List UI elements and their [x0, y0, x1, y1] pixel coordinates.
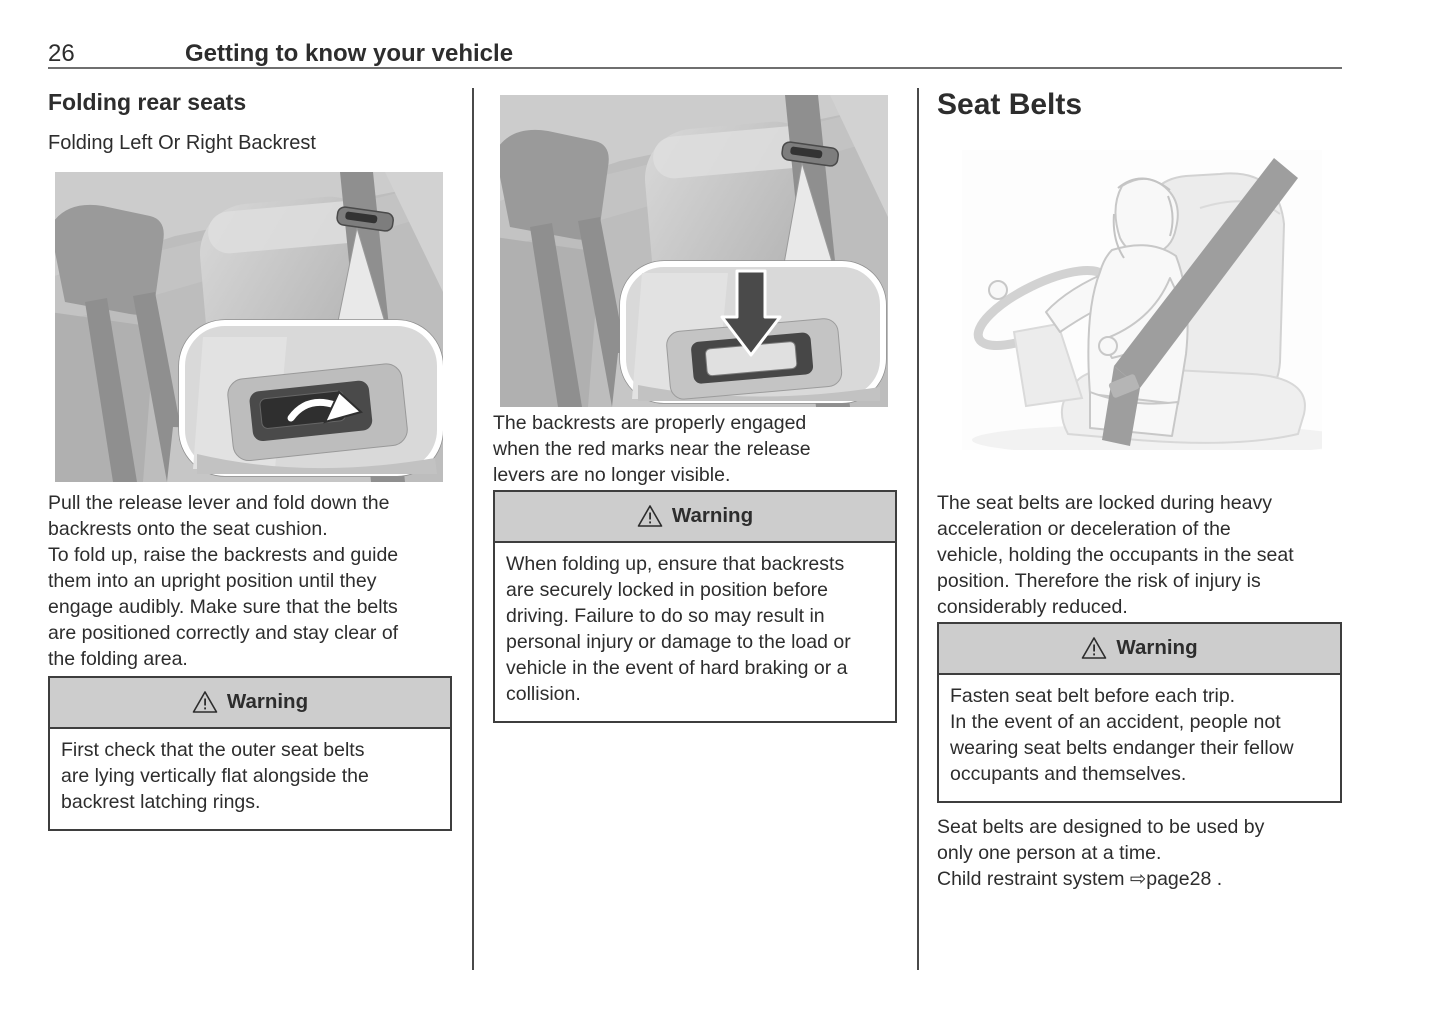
warning-title: Warning: [1116, 636, 1198, 659]
warning-triangle-icon: [1081, 636, 1107, 660]
rear-seat-lock-drawing: [500, 95, 888, 407]
section-heading: Seat Belts: [937, 88, 1083, 121]
driver-seat-belt-illustration: [962, 150, 1322, 450]
warning-header: Warning: [939, 624, 1340, 675]
folding-instructions-text: Pull the release lever and fold down the…: [48, 492, 399, 670]
section-heading: Folding rear seats: [48, 89, 247, 115]
rear-seat-release-lever-drawing: [55, 172, 443, 482]
warning-box: Warning First check that the outer seat …: [48, 676, 452, 831]
warning-title: Warning: [671, 504, 754, 527]
warning-title: Warning: [226, 690, 309, 713]
warning-text: When folding up, ensure that backrests a…: [506, 553, 851, 705]
reference-prefix-text: Child restraint system: [937, 868, 1130, 890]
warning-text: Fasten seat belt before each trip. In th…: [950, 685, 1294, 785]
seat-belt-footer: Seat belts are designed to be used by on…: [937, 814, 1343, 892]
page-reference-arrow-icon: ⇨: [1129, 868, 1147, 890]
warning-text: First check that the outer seat belts ar…: [61, 739, 369, 813]
engagement-caption-text: The backrests are properly engaged when …: [493, 412, 811, 486]
child-restraint-reference-line: Child restraint system ⇨page28 .: [937, 866, 1343, 892]
warning-header: Warning: [50, 678, 450, 729]
header-rule: [48, 67, 1342, 69]
section-subheading: Folding Left Or Right Backrest: [48, 132, 316, 154]
column-divider: [917, 88, 919, 970]
seat-belt-intro-text: The seat belts are locked during heavy a…: [937, 492, 1294, 618]
warning-triangle-icon: [637, 504, 663, 528]
warning-triangle-icon: [192, 690, 218, 714]
driver-seat-belt-drawing: [962, 150, 1322, 450]
rear-seat-lock-illustration: [500, 95, 888, 407]
rear-seat-release-lever-illustration: [55, 172, 443, 482]
one-person-text: Seat belts are designed to be used by on…: [937, 816, 1265, 864]
warning-box: Warning Fasten seat belt before each tri…: [937, 622, 1342, 803]
column-divider: [472, 88, 474, 970]
reference-suffix-text: .: [1211, 868, 1223, 890]
page-number: 26: [48, 40, 75, 67]
warning-header: Warning: [495, 492, 895, 543]
page-title: Getting to know your vehicle: [185, 40, 514, 67]
warning-box: Warning When folding up, ensure that bac…: [493, 490, 897, 723]
page-reference-link[interactable]: page28: [1146, 868, 1212, 890]
